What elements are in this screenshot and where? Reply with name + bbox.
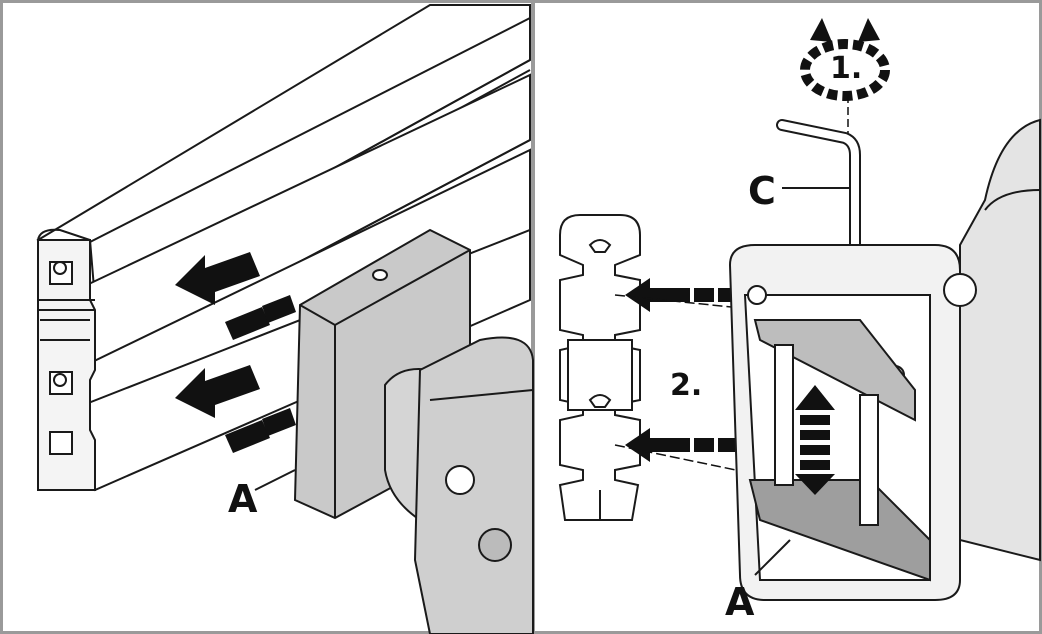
leader-line-a [254,469,296,491]
allen-key [776,119,861,311]
clamp-housing [728,244,961,601]
adjust-arrow [795,385,835,495]
step-1-label: 1. [830,51,862,86]
slide-arrows [175,252,296,453]
leader-line-a-right [754,539,791,576]
right-panel: 1. C [558,18,1041,624]
mount-arm [384,336,534,634]
slide-arrow-upper [175,252,260,305]
label-a-right: A [725,580,755,624]
rail-profile [36,4,531,492]
left-panel: A [36,4,534,634]
step-2-label: 2. [670,368,702,403]
label-c: C [748,169,776,213]
label-a-left: A [228,477,258,521]
slide-arrow-lower [175,365,260,418]
rotation-icon [800,18,890,101]
insert-arrow-upper [625,278,690,312]
insert-arrows [625,278,735,462]
insert-arrow-lower [625,428,690,462]
rail-cross-section [558,214,641,521]
mount-bracket [943,118,1041,562]
